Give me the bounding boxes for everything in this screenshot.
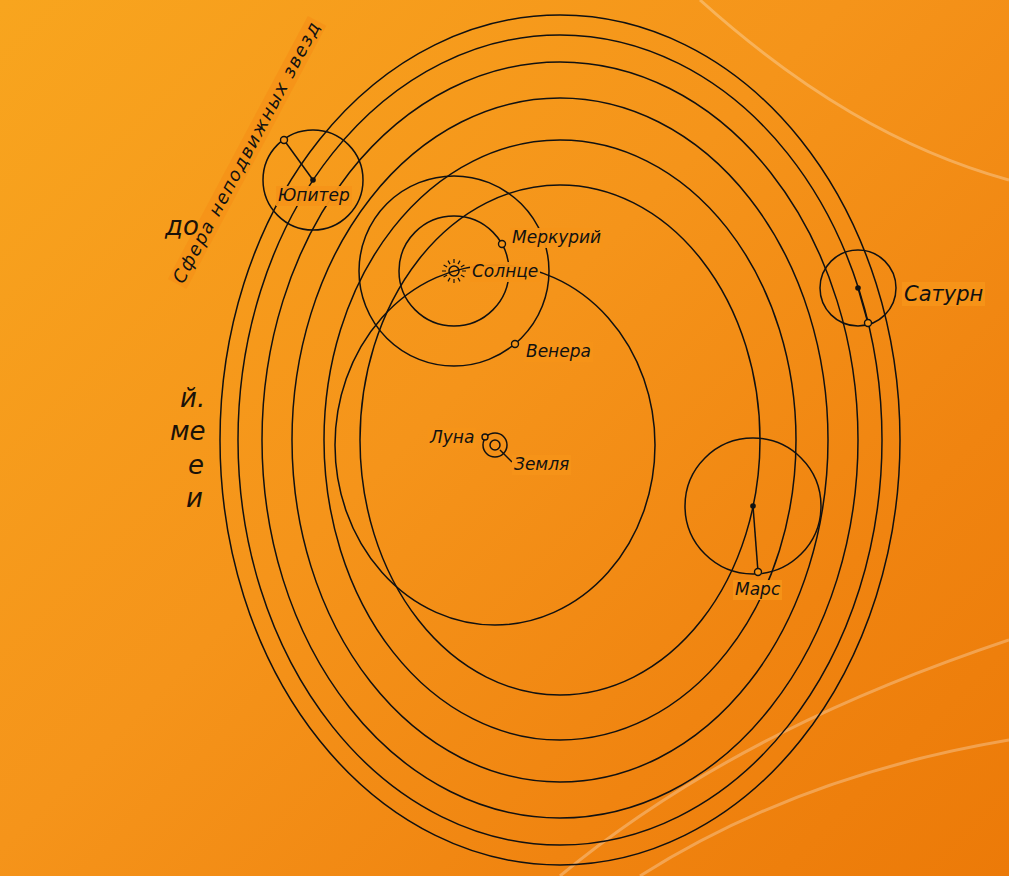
planets bbox=[281, 137, 872, 576]
epicycle-radius bbox=[858, 288, 868, 323]
center-dot bbox=[750, 503, 756, 509]
planet-dot bbox=[499, 241, 506, 248]
mars-epicycle bbox=[685, 438, 821, 574]
planet-dot bbox=[755, 569, 762, 576]
text-fragment: й. bbox=[178, 384, 207, 414]
sun-symbol bbox=[449, 266, 459, 276]
earth-label: Земля bbox=[512, 455, 571, 475]
planet-label: Марс bbox=[733, 580, 782, 600]
streak bbox=[700, 0, 1009, 180]
orbit-circle bbox=[262, 62, 858, 818]
center-dot bbox=[310, 177, 316, 183]
orbits bbox=[220, 15, 900, 865]
planet-label: Меркурий bbox=[510, 228, 603, 248]
moon-label: Луна bbox=[428, 428, 476, 448]
planet-label: Венера bbox=[524, 342, 593, 362]
planet-dot bbox=[865, 320, 872, 327]
planet-dot bbox=[281, 137, 288, 144]
orbit-circle bbox=[324, 140, 796, 740]
text-fragment: и bbox=[184, 484, 205, 514]
sphere-label: Сфера неподвижных звезд bbox=[168, 16, 326, 289]
moon-dot bbox=[482, 434, 488, 440]
sun-rays bbox=[442, 259, 466, 283]
epicycle-radius bbox=[284, 140, 313, 180]
saturn-deferent bbox=[238, 35, 882, 845]
planet-label: Юпитер bbox=[276, 186, 352, 206]
planet-dot bbox=[512, 341, 519, 348]
earth-symbol bbox=[490, 440, 500, 450]
epicycle-radius bbox=[753, 506, 758, 572]
text-fragment: е bbox=[186, 451, 206, 481]
text-fragment: до bbox=[163, 212, 201, 242]
streak bbox=[560, 640, 1009, 876]
background-streaks bbox=[560, 0, 1009, 876]
center-dot bbox=[855, 285, 861, 291]
saturn-epicycle bbox=[820, 250, 896, 326]
sun-label: Солнце bbox=[470, 262, 540, 282]
text-fragment: ме bbox=[168, 417, 208, 447]
epicycle-centers bbox=[310, 177, 861, 509]
leader-line bbox=[500, 450, 512, 462]
venus-orbit bbox=[359, 176, 549, 366]
orbit-circle bbox=[292, 98, 828, 782]
mars-deferent bbox=[360, 185, 760, 695]
jupiter-epicycle bbox=[263, 130, 363, 230]
planet-label: Сатурн bbox=[902, 282, 985, 306]
sphere-of-stars bbox=[220, 15, 900, 865]
sun-orbit bbox=[335, 265, 655, 625]
